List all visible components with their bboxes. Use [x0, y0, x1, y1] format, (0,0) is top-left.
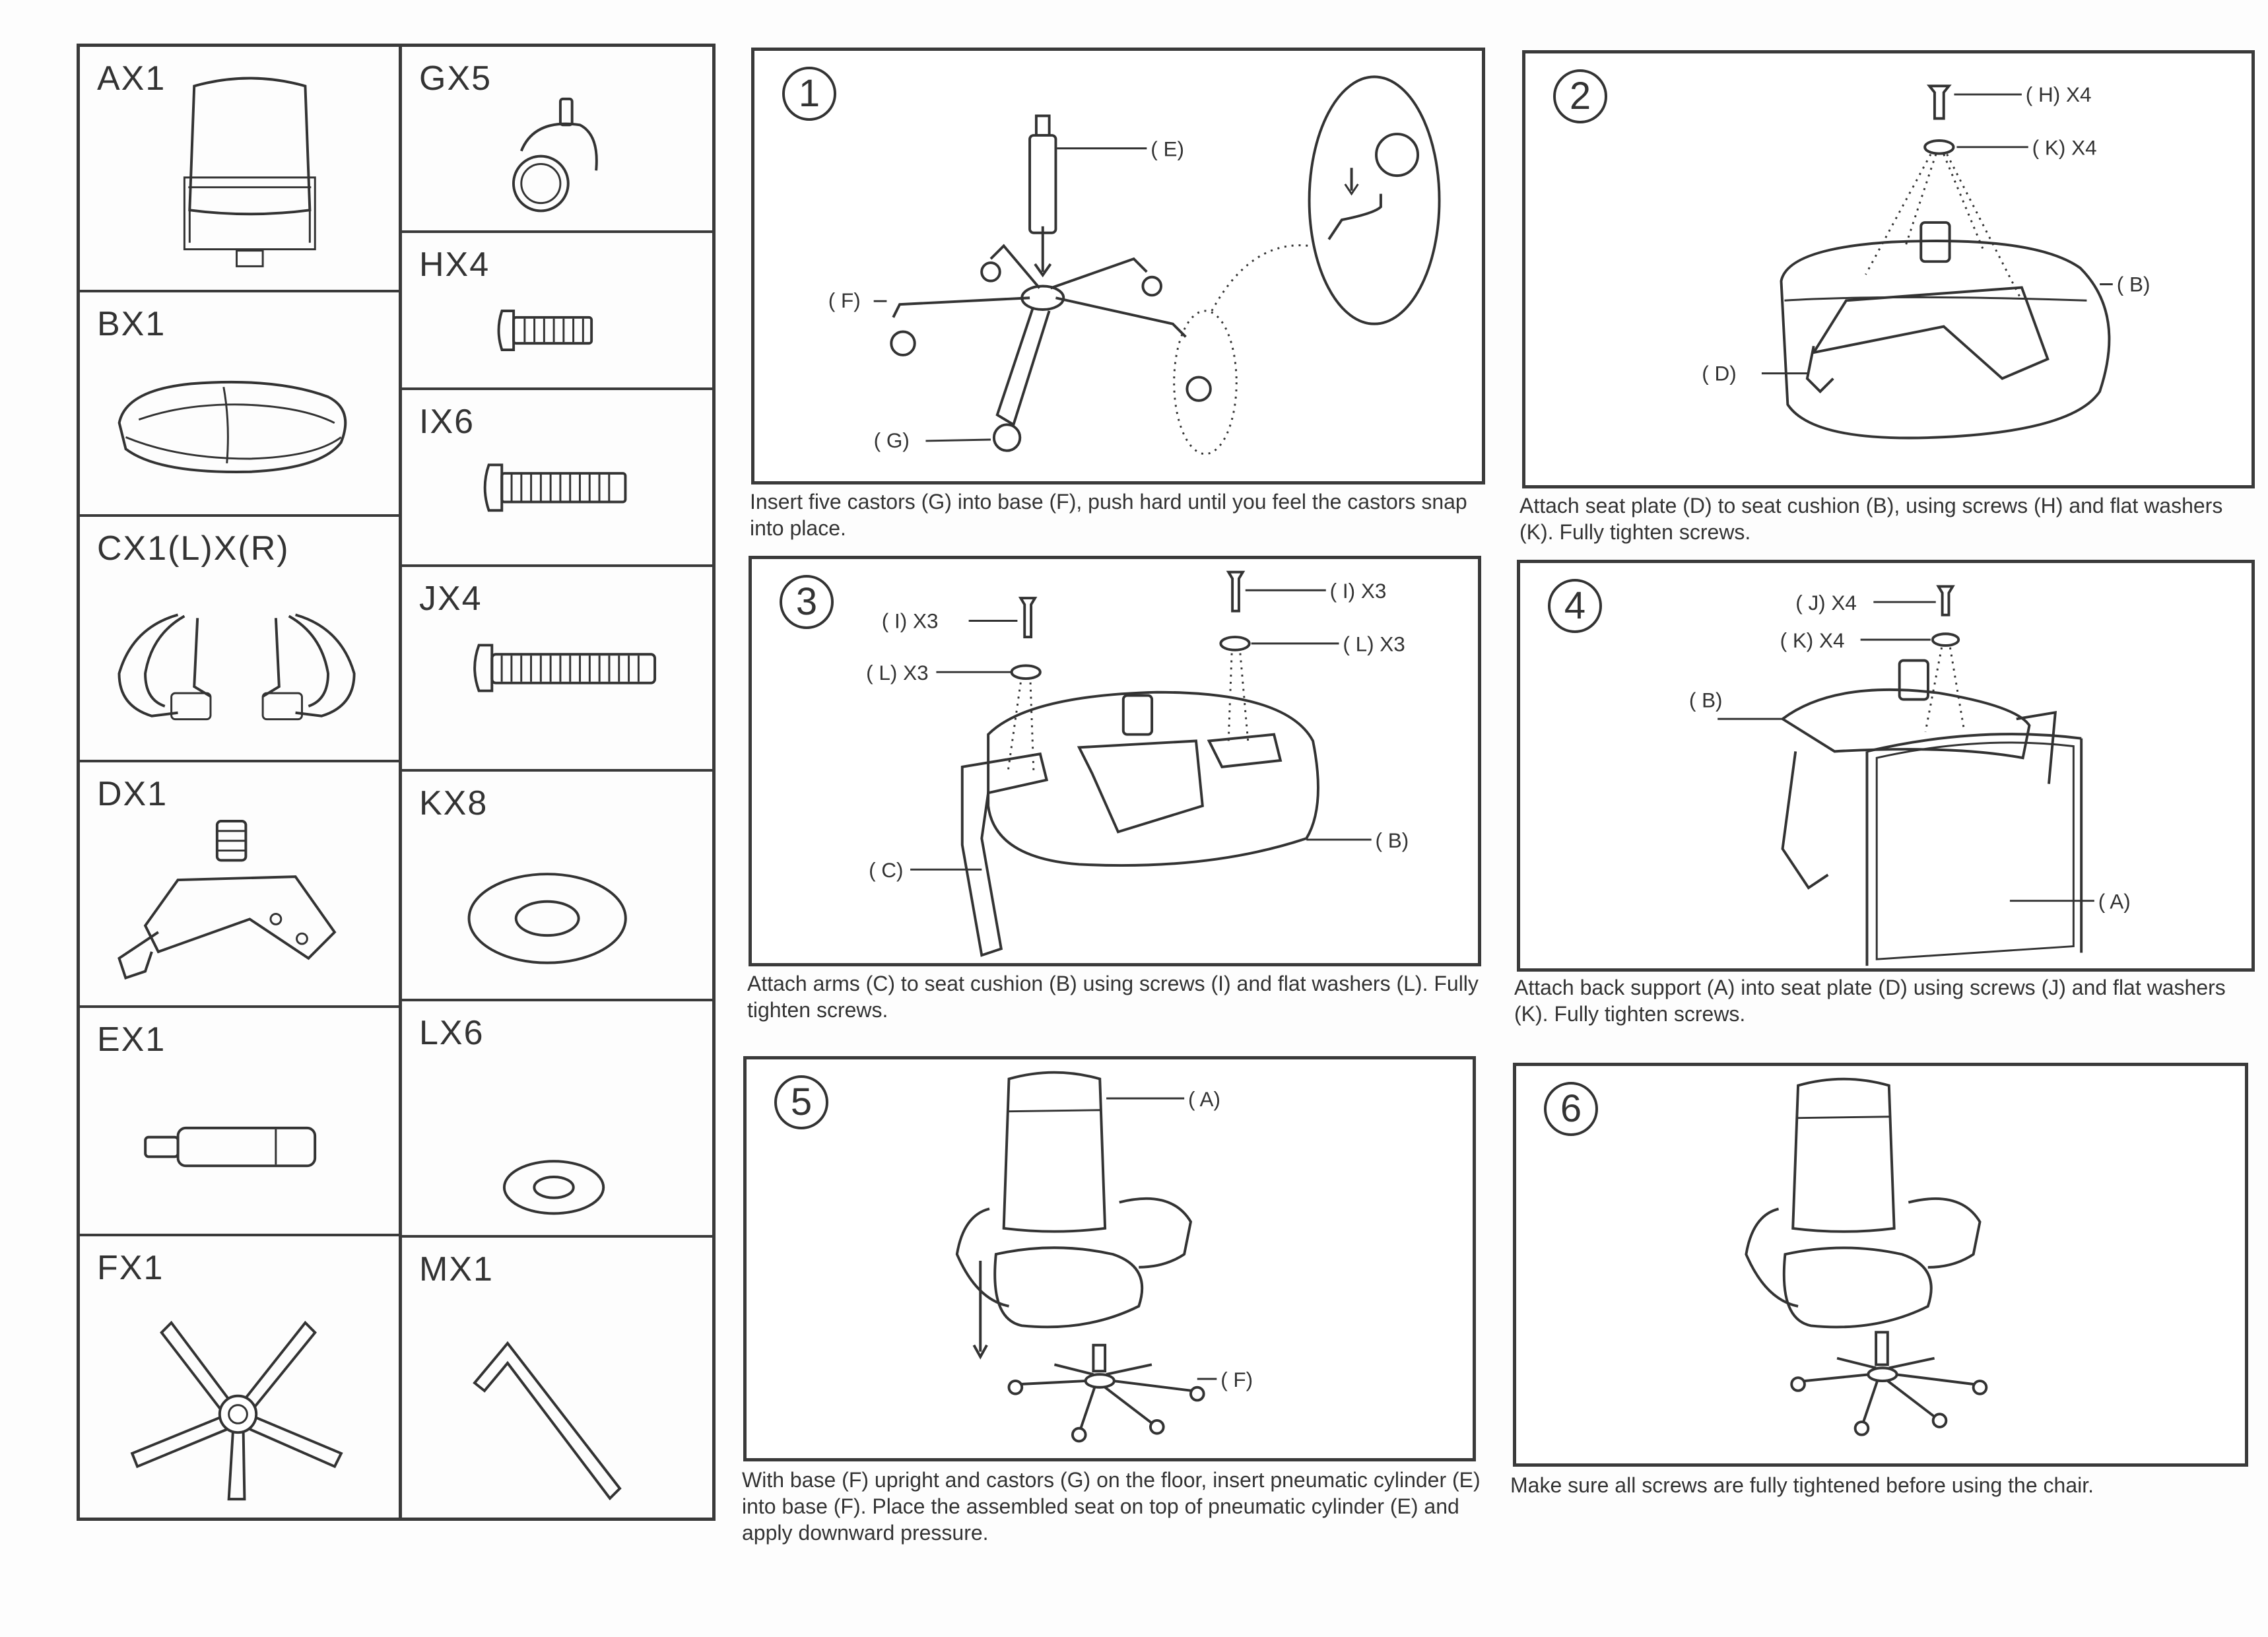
step-number: 4 [1548, 579, 1602, 633]
parts-column-right: GX5 HX4 IX6 [402, 47, 712, 1518]
callout-g: ( G) [874, 428, 910, 452]
step-number: 1 [782, 67, 836, 121]
part-code: DX1 [97, 775, 168, 813]
small-washer-icon [502, 1160, 605, 1215]
part-cell-gx5: GX5 [402, 47, 712, 233]
part-code: LX6 [419, 1014, 484, 1052]
part-code: HX4 [419, 246, 490, 284]
part-cell-bx1: BX1 [80, 292, 399, 517]
large-washer-icon [467, 873, 627, 964]
back-support-icon [183, 77, 316, 267]
medium-screw-icon [483, 463, 627, 512]
step-6-panel: 6 [1513, 1063, 2248, 1467]
callout-c: ( C) [869, 859, 903, 882]
part-cell-jx4: JX4 [402, 567, 712, 772]
callout-i-right: ( I) X3 [1330, 580, 1387, 603]
part-code: BX1 [97, 305, 166, 343]
part-code: KX8 [419, 784, 488, 822]
part-cell-dx1: DX1 [80, 762, 399, 1008]
part-code: MX1 [419, 1250, 494, 1288]
callout-b: ( B) [1376, 829, 1409, 852]
long-screw-icon [473, 644, 657, 692]
callout-j: ( J) X4 [1795, 591, 1857, 615]
callout-l-right: ( L) X3 [1343, 633, 1405, 656]
callout-f: ( F) [828, 288, 861, 312]
callout-i-left: ( I) X3 [882, 609, 939, 632]
callout-a: ( A) [1188, 1088, 1220, 1111]
part-cell-mx1: MX1 [402, 1238, 712, 1524]
step-5-illustration: ( A) ( F) [955, 1071, 1253, 1443]
part-cell-ex1: EX1 [80, 1008, 399, 1236]
step-5-caption: With base (F) upright and castors (G) on… [742, 1468, 1481, 1545]
callout-f: ( F) [1220, 1368, 1253, 1391]
step-1-caption: Insert five castors (G) into base (F), p… [750, 490, 1467, 540]
part-code: EX1 [97, 1020, 166, 1059]
callout-e: ( E) [1151, 137, 1184, 161]
part-cell-fx1: FX1 [80, 1236, 399, 1524]
parts-column-left: AX1 BX1 CX1(L)X(R) [80, 47, 402, 1518]
parts-list-table: AX1 BX1 CX1(L)X(R) [77, 44, 716, 1521]
part-code: CX1(L)X(R) [97, 529, 290, 568]
seat-cushion-icon [117, 380, 347, 473]
part-cell-kx8: KX8 [402, 772, 712, 1001]
castor-icon [512, 97, 598, 213]
step-number: 5 [774, 1075, 828, 1129]
step-4-caption: Attach back support (A) into seat plate … [1514, 976, 2226, 1026]
part-cell-lx6: LX6 [402, 1001, 712, 1238]
callout-h: ( H) X4 [2026, 83, 2092, 106]
part-cell-ix6: IX6 [402, 390, 712, 567]
step-number: 6 [1544, 1082, 1598, 1136]
step-4-panel: 4 ( J) X4 ( K) X4 ( B) ( A) [1517, 560, 2255, 972]
callout-d: ( D) [1702, 361, 1736, 385]
step-1-illustration: ( E) ( F) ( G) [828, 75, 1441, 455]
step-number: 3 [780, 575, 834, 629]
callout-k: ( K) X4 [1780, 629, 1845, 652]
callout-b: ( B) [2117, 272, 2151, 296]
step-6-illustration [1745, 1077, 1988, 1436]
step-5-panel: 5 ( A) ( F) [743, 1056, 1476, 1461]
allen-key-icon [473, 1341, 622, 1501]
step-3-illustration: ( I) X3 ( L) X3 ( I) X3 ( L) X3 ( C) ( B… [866, 570, 1409, 957]
part-code: FX1 [97, 1249, 164, 1287]
five-star-base-icon [130, 1320, 343, 1501]
step-2-illustration: ( H) X4 ( K) X4 ( B) ( D) [1702, 83, 2151, 440]
step-2-panel: 2 ( H) X4 ( K) X4 ( B) ( D) [1522, 50, 2255, 488]
part-code: IX6 [419, 403, 475, 441]
armrests-icon [117, 613, 356, 721]
step-4-illustration: ( J) X4 ( K) X4 ( B) ( A) [1689, 585, 2131, 966]
gas-cylinder-icon [144, 1126, 317, 1168]
step-6-caption: Make sure all screws are fully tightened… [1510, 1473, 2094, 1497]
callout-a: ( A) [2098, 890, 2131, 913]
part-cell-hx4: HX4 [402, 233, 712, 390]
callout-l-left: ( L) X3 [866, 661, 928, 685]
step-2-caption: Attach seat plate (D) to seat cushion (B… [1519, 494, 2223, 544]
step-3-panel: 3 ( I) X3 ( L) X3 ( I) X3 ( L) X3 ( C) (… [749, 556, 1481, 966]
step-3-caption: Attach arms (C) to seat cushion (B) usin… [747, 972, 1479, 1022]
part-code: JX4 [419, 580, 483, 618]
callout-b: ( B) [1689, 688, 1723, 712]
seat-plate-icon [117, 820, 337, 980]
part-code: GX5 [419, 59, 492, 98]
part-cell-cx1: CX1(L)X(R) [80, 517, 399, 762]
part-code: AX1 [97, 59, 166, 98]
part-cell-ax1: AX1 [80, 47, 399, 292]
step-1-panel: 1 ( E) ( F) ( G) [751, 48, 1485, 484]
step-number: 2 [1553, 69, 1607, 123]
short-screw-icon [497, 310, 593, 351]
callout-k: ( K) X4 [2032, 136, 2097, 160]
